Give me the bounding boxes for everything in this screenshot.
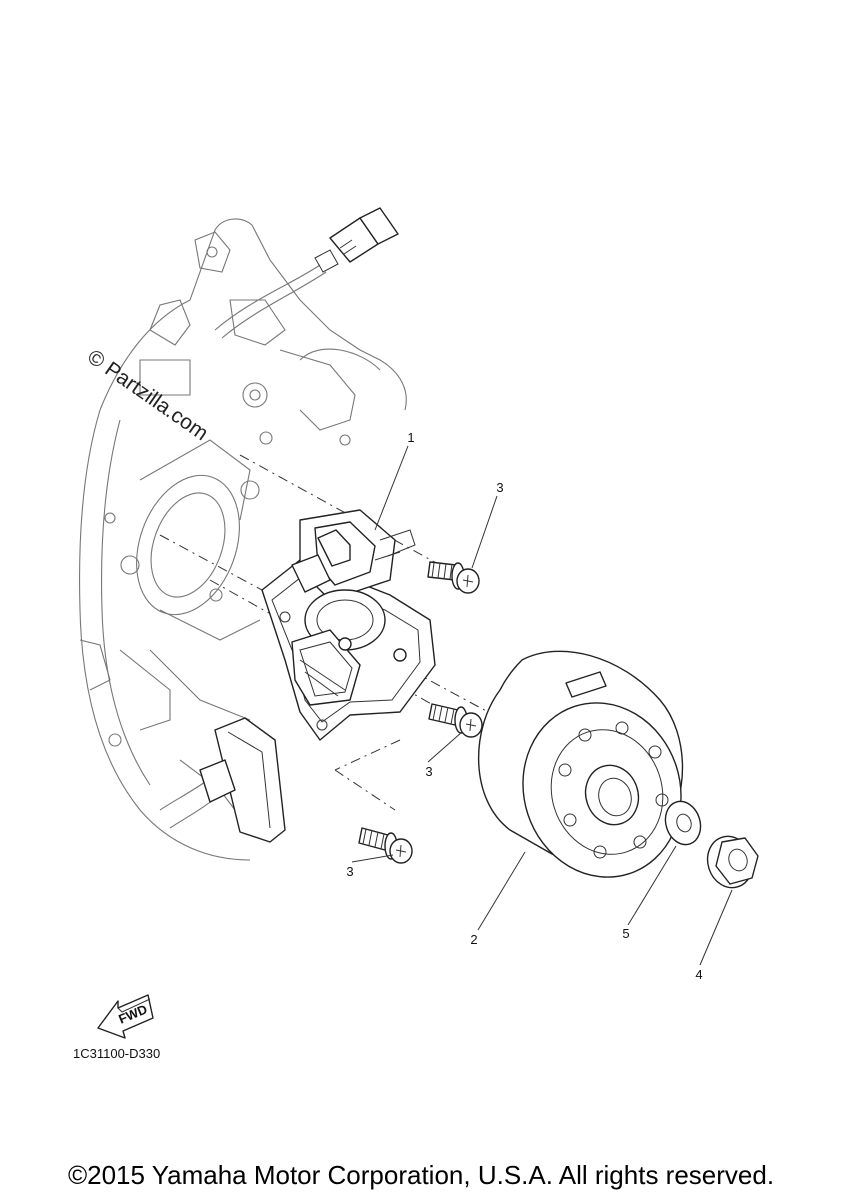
callout-leaders (351, 445, 733, 966)
flange-nut (706, 835, 759, 889)
callout-1-stator: 1 (407, 430, 414, 445)
screw-middle (428, 703, 483, 738)
screw-upper (427, 561, 480, 594)
callout-2-rotor: 2 (470, 932, 477, 947)
fwd-arrow-icon: FWD (97, 994, 154, 1039)
copyright-notice: ©2015 Yamaha Motor Corporation, U.S.A. A… (67, 1160, 775, 1190)
callout-3-screw-upper: 3 (496, 480, 503, 495)
callout-5-washer: 5 (622, 926, 629, 941)
stator-assembly (261, 509, 436, 741)
diagram-code: 1C31100-D330 (73, 1046, 160, 1061)
flywheel-rotor (478, 650, 684, 878)
washer (664, 800, 702, 846)
callout-3-screw-lower: 3 (346, 864, 353, 879)
crankcase-cover-drawing (78, 207, 407, 861)
screw-lower (358, 827, 413, 864)
assembly-centerlines (159, 454, 541, 811)
callout-4-nut: 4 (695, 967, 702, 982)
callout-3-screw-middle: 3 (425, 764, 432, 779)
